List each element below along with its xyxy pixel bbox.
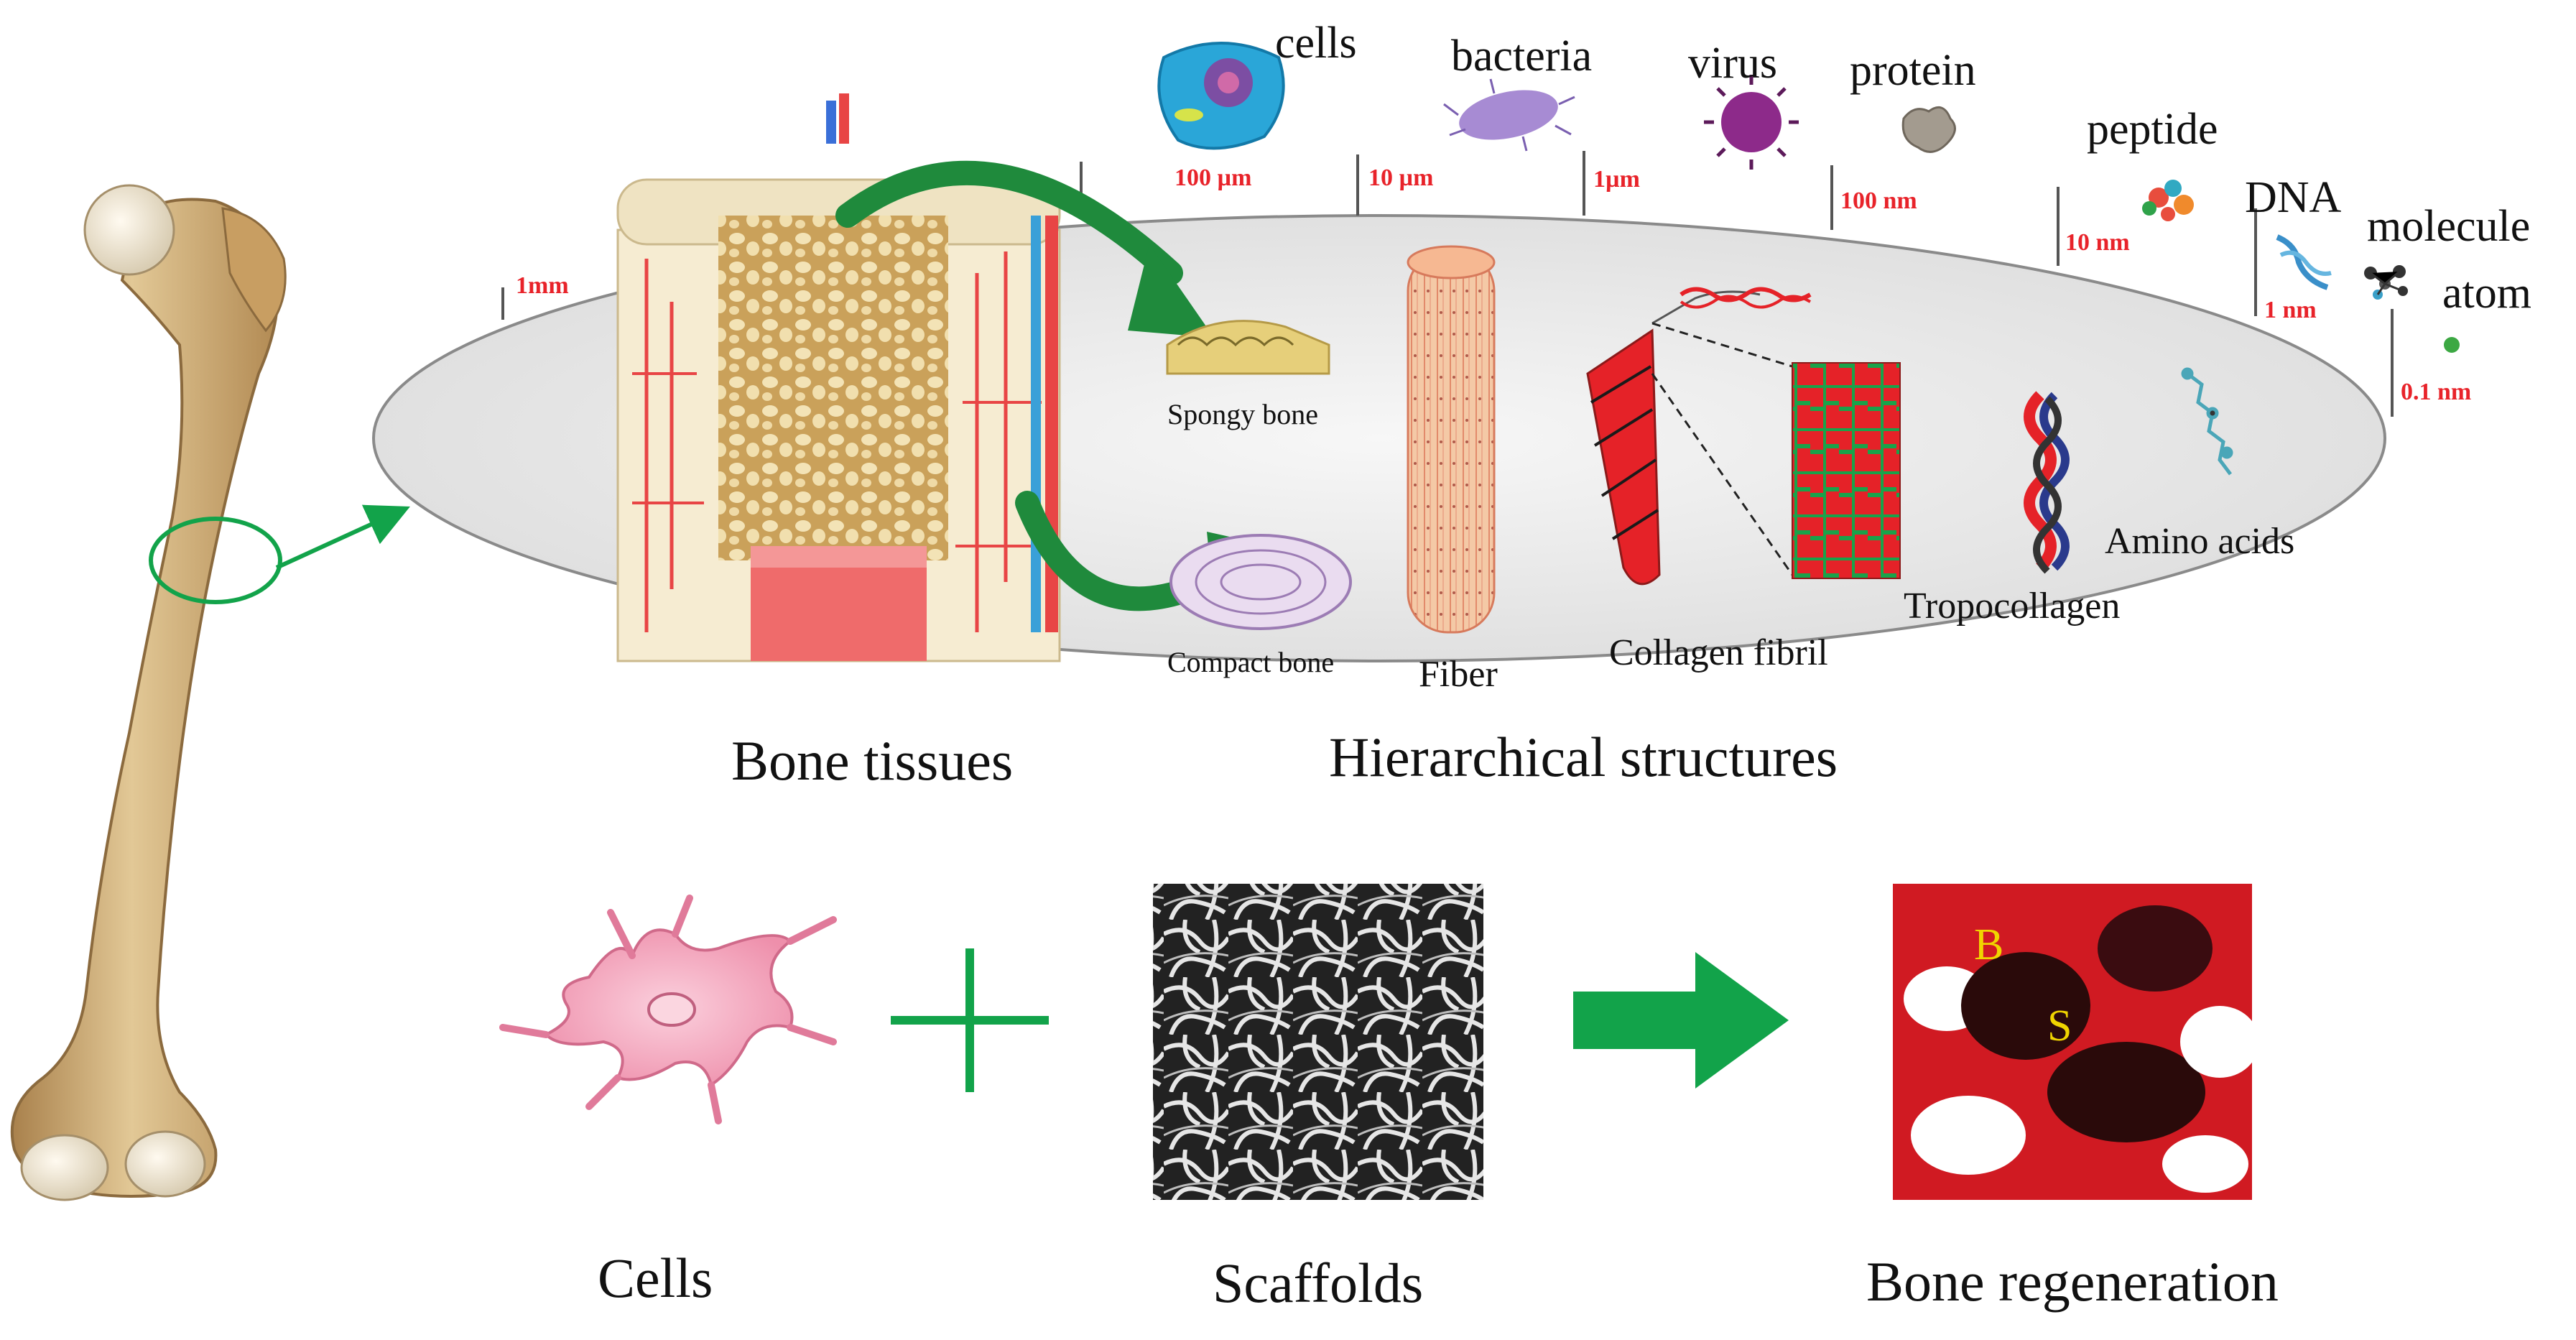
tick-1mm: 1mm [516, 272, 569, 299]
label-amino-acids: Amino acids [2105, 521, 2294, 562]
tick-10um: 10 µm [1368, 165, 1433, 191]
label-tropocollagen: Tropocollagen [1904, 586, 2120, 627]
label-atom: atom [2442, 269, 2531, 318]
cell-icon [1157, 42, 1285, 150]
amino-acids-illustration [2181, 367, 2233, 476]
spongy-bone-thumb [1166, 320, 1330, 375]
label-molecule: molecule [2367, 202, 2530, 251]
label-scaffolds: Scaffolds [1213, 1252, 1423, 1314]
collagen-fibril-illustration [1586, 287, 1901, 586]
plus-icon [891, 948, 1049, 1092]
heading-hierarchical: Hierarchical structures [1329, 726, 1838, 788]
tick-100nm: 100 nm [1840, 188, 1917, 214]
tick-1um: 1µm [1593, 166, 1640, 193]
condyle-left [20, 1134, 109, 1201]
tropocollagen-illustration [2024, 391, 2070, 574]
tick-1nm: 1 nm [2264, 297, 2317, 323]
label-protein: protein [1850, 46, 1976, 95]
cell-illustration [499, 895, 837, 1124]
tick-100um: 100 µm [1175, 165, 1251, 191]
femoral-head [83, 184, 175, 276]
tick-10nm: 10 nm [2065, 229, 2130, 256]
arrow-to-spongy [835, 160, 1183, 285]
result-arrow-icon [1573, 952, 1789, 1089]
arrow-head-spongy [1128, 244, 1214, 338]
zoom-arrow [275, 504, 410, 570]
molecule-icon [2364, 265, 2408, 300]
heading-bone-tissues: Bone tissues [731, 729, 1013, 792]
label-bone-regeneration: Bone regeneration [1866, 1250, 2279, 1313]
label-spongy-bone: Spongy bone [1167, 398, 1318, 430]
label-bacteria: bacteria [1451, 32, 1592, 80]
virus-icon [1704, 75, 1799, 170]
marker-b: B [1974, 920, 2003, 969]
protein-icon [1901, 106, 1956, 153]
scaffold-image [1153, 884, 1483, 1200]
tick-01nm: 0.1 nm [2401, 379, 2471, 405]
label-cells: cells [1275, 19, 1357, 68]
bacteria-icon [1443, 78, 1575, 152]
label-peptide: peptide [2087, 105, 2218, 154]
condyle-right [124, 1130, 206, 1198]
fiber-illustration [1407, 245, 1496, 634]
label-dna: DNA [2245, 173, 2342, 222]
label-virus: virus [1688, 39, 1777, 88]
femur-illustration [10, 184, 410, 1201]
atom-icon [2444, 337, 2460, 353]
label-cells-bottom: Cells [598, 1247, 713, 1309]
marker-s: S [2047, 1002, 2072, 1050]
regeneration-image: B S [1893, 884, 2259, 1200]
label-fiber: Fiber [1419, 654, 1498, 695]
label-collagen-fibril: Collagen fibril [1609, 632, 1828, 673]
bone-tissue-block [616, 93, 1061, 662]
cross-section-marker [149, 517, 282, 604]
compact-bone-thumb [1169, 534, 1352, 630]
dna-icon [2276, 234, 2332, 290]
label-compact-bone: Compact bone [1167, 646, 1334, 678]
peptide-icon [2142, 180, 2194, 221]
